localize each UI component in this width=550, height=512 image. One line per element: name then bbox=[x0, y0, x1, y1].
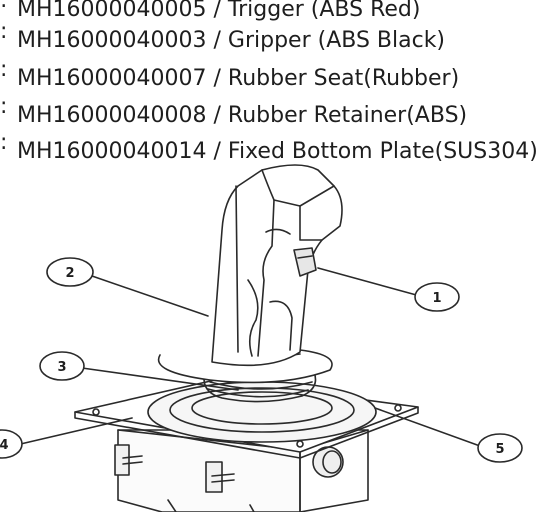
part-code: MH16000040008 bbox=[17, 103, 207, 128]
rubber-retainer bbox=[147, 381, 377, 443]
callout-1: 1 bbox=[414, 282, 460, 312]
gripper bbox=[211, 164, 343, 367]
svg-text:4: 4 bbox=[0, 438, 9, 453]
part-code: MH16000040003 bbox=[17, 28, 207, 53]
svg-text:1: 1 bbox=[432, 291, 441, 306]
part-prefix: : bbox=[0, 130, 8, 155]
svg-text:3: 3 bbox=[57, 360, 66, 375]
part-name: Fixed Bottom Plate(SUS304) bbox=[227, 139, 538, 164]
leader-lines bbox=[11, 267, 481, 447]
part-code: MH16000040014 bbox=[17, 139, 207, 164]
part-name: Rubber Retainer(ABS) bbox=[227, 103, 468, 128]
part-line-rubber-retainer: : MH16000040008 / Rubber Retainer(ABS) bbox=[0, 94, 468, 128]
callout-2: 2 bbox=[46, 257, 94, 287]
part-name: Rubber Seat(Rubber) bbox=[227, 66, 460, 91]
joystick-drawing: 1 2 3 4 5 bbox=[0, 164, 523, 512]
callout-3: 3 bbox=[39, 351, 85, 381]
callout-5: 5 bbox=[477, 433, 523, 463]
part-code: MH16000040005 bbox=[17, 0, 207, 22]
part-name: Gripper (ABS Black) bbox=[227, 28, 446, 53]
part-name: Trigger (ABS Red) bbox=[227, 0, 421, 22]
svg-text:2: 2 bbox=[65, 266, 74, 281]
part-prefix: : bbox=[0, 94, 8, 119]
parts-list: : MH16000040005 / Trigger (ABS Red) : MH… bbox=[0, 0, 550, 170]
part-line-trigger: : MH16000040005 / Trigger (ABS Red) bbox=[0, 0, 420, 25]
part-prefix: : bbox=[0, 57, 8, 82]
part-code: MH16000040007 bbox=[17, 66, 207, 91]
trigger bbox=[293, 247, 317, 277]
part-line-gripper: : MH16000040003 / Gripper (ABS Black) bbox=[0, 19, 446, 53]
callout-4: 4 bbox=[0, 429, 23, 459]
svg-text:5: 5 bbox=[495, 442, 504, 457]
part-line-rubber-seat: : MH16000040007 / Rubber Seat(Rubber) bbox=[0, 57, 460, 91]
base-housing bbox=[114, 429, 369, 512]
part-prefix: : bbox=[0, 0, 8, 13]
part-prefix: : bbox=[0, 19, 8, 44]
part-line-bottom-plate: : MH16000040014 / Fixed Bottom Plate(SUS… bbox=[0, 130, 538, 164]
